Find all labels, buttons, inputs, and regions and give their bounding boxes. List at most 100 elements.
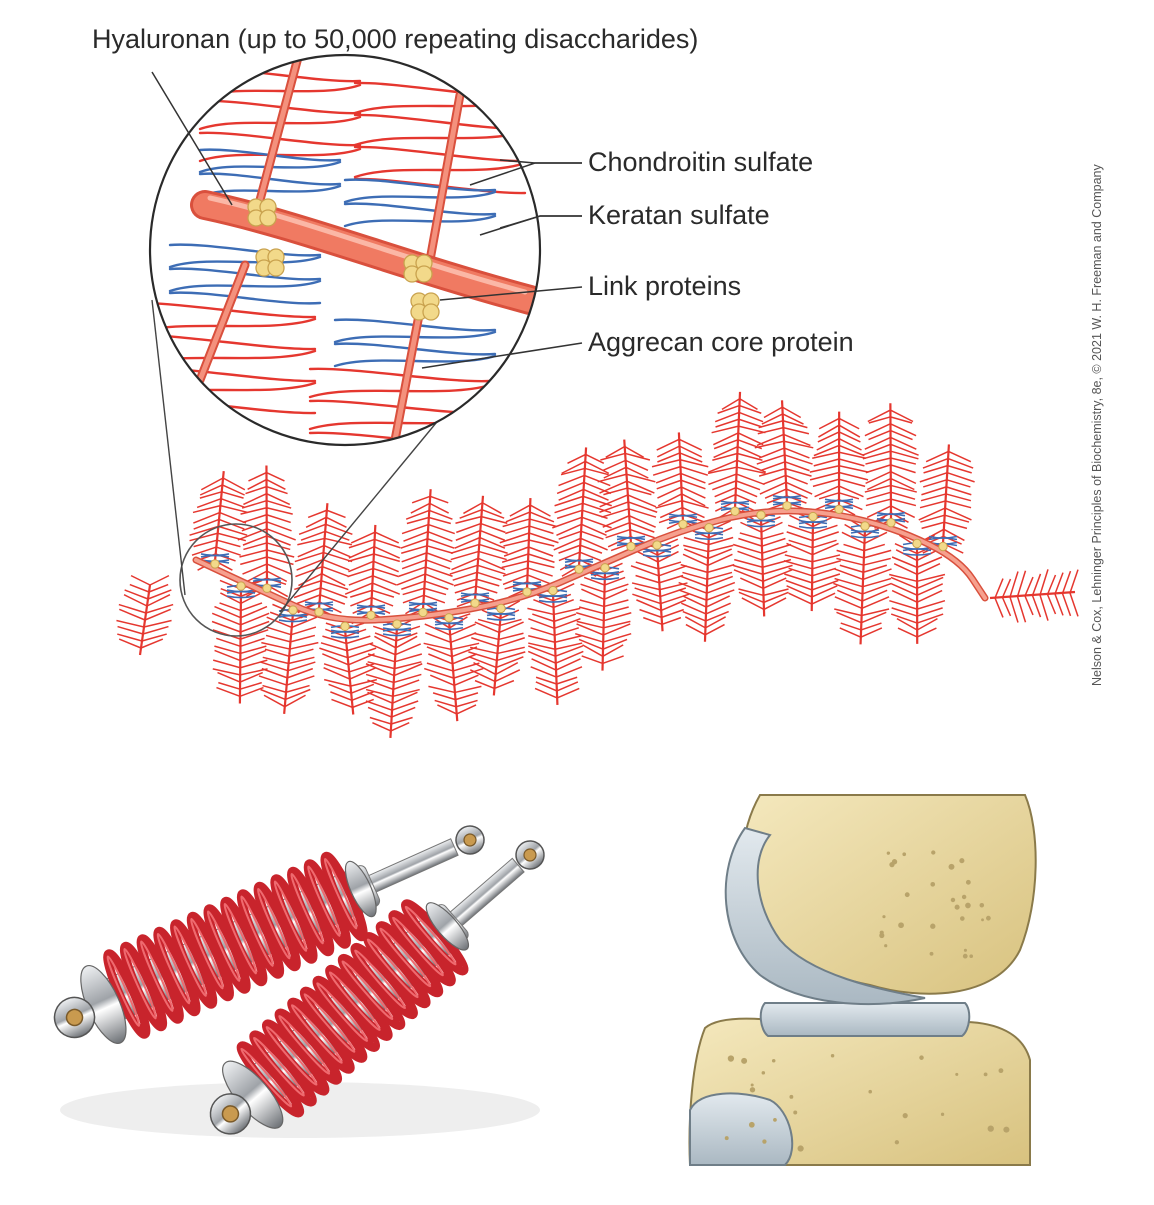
chondroitin-sulfate-chain (403, 595, 424, 602)
aggrecan-molecule (319, 623, 376, 714)
label-link-proteins: Link proteins (588, 273, 741, 300)
chondroitin-sulfate-chain (922, 522, 945, 528)
chondroitin-sulfate-chain (740, 533, 762, 539)
chondroitin-sulfate-chain (324, 668, 350, 679)
chondroitin-sulfate-chain (530, 505, 550, 516)
chondroitin-sulfate-chain (266, 473, 284, 481)
chondroitin-sulfate-chain (921, 494, 946, 501)
chondroitin-sulfate-chain (331, 699, 352, 707)
chondroitin-sulfate-chain (267, 501, 292, 508)
chondroitin-sulfate-chain (246, 487, 267, 494)
link-protein-dot (549, 586, 557, 594)
chondroitin-sulfate-chain (917, 591, 942, 603)
chondroitin-sulfate-chain (428, 525, 454, 534)
chondroitin-sulfate-chain (528, 568, 553, 576)
chondroitin-sulfate-chain (1040, 569, 1048, 595)
chondroitin-sulfate-chain (742, 598, 764, 609)
aggrecan-molecule (397, 489, 455, 618)
aggrecan-molecule (212, 580, 269, 703)
chondroitin-sulfate-chain (499, 633, 524, 639)
chondroitin-sulfate-chain (763, 560, 791, 568)
aggrecan-molecule (652, 432, 709, 528)
chondroitin-sulfate-chain (403, 588, 425, 594)
chondroitin-sulfate-chain (891, 584, 917, 595)
chondroitin-sulfate-chain (554, 614, 576, 621)
label-keratan-sulfate: Keratan sulfate (588, 202, 770, 229)
chondroitin-sulfate-chain (373, 576, 397, 585)
chondroitin-sulfate-chain (476, 586, 497, 593)
link-protein-dot (835, 505, 843, 513)
chondroitin-sulfate-chain (680, 467, 707, 476)
chondroitin-sulfate-chain (243, 494, 266, 505)
chondroitin-sulfate-chain (812, 555, 840, 562)
bone-texture-dot (762, 1139, 766, 1143)
chondroitin-sulfate-chain (290, 643, 318, 649)
bone-texture-dot (959, 858, 964, 863)
chondroitin-sulfate-chain (839, 486, 863, 497)
chondroitin-sulfate-chain (891, 499, 916, 505)
chondroitin-sulfate-chain (891, 458, 916, 464)
credit-line: Nelson & Cox, Lehninger Principles of Bi… (1086, 14, 1108, 686)
chondroitin-sulfate-chain (200, 485, 222, 495)
chondroitin-sulfate-chain (218, 683, 240, 690)
bone-texture-dot (905, 892, 910, 897)
bone-texture-dot (831, 1054, 834, 1057)
link-protein-dot (393, 620, 401, 628)
chondroitin-sulfate-chain (718, 406, 740, 414)
aggrecan-molecule (755, 400, 813, 510)
chondroitin-sulfate-chain (946, 494, 971, 501)
aggrecan-core-protein (579, 447, 586, 566)
chondroitin-sulfate-chain (218, 533, 246, 540)
chondroitin-sulfate-chain (248, 473, 266, 481)
chondroitin-sulfate-chain (217, 540, 240, 546)
chondroitin-sulfate-chain (556, 651, 584, 663)
chondroitin-sulfate-chain (289, 657, 315, 663)
chondroitin-sulfate-chain (289, 649, 313, 656)
chondroitin-sulfate-chain (946, 501, 972, 508)
chondroitin-sulfate-chain (375, 539, 401, 547)
bone-texture-dot (882, 915, 885, 918)
chondroitin-sulfate-chain (131, 576, 150, 585)
chondroitin-sulfate-chain (837, 550, 864, 557)
chondroitin-sulfate-chain (812, 561, 840, 569)
bone-texture-dot (980, 903, 985, 908)
knee-joint-illustration (690, 795, 1036, 1165)
chondroitin-sulfate-chain (194, 540, 217, 546)
chondroitin-sulfate-chain (679, 439, 701, 450)
chondroitin-sulfate-chain (267, 508, 293, 514)
chondroitin-sulfate-chain (787, 586, 812, 597)
link-protein-dot (861, 522, 869, 530)
chondroitin-sulfate-chain (368, 654, 395, 662)
bone-texture-dot (931, 850, 935, 854)
chondroitin-sulfate-chain (764, 475, 786, 484)
chondroitin-sulfate-chain (920, 515, 944, 522)
chondroitin-sulfate-chain (579, 607, 604, 614)
chondroitin-sulfate-chain (426, 560, 450, 569)
chondroitin-sulfate-chain (628, 495, 656, 507)
chondroitin-sulfate-chain (528, 636, 555, 643)
bone-texture-dot (949, 864, 955, 870)
chondroitin-sulfate-chain (1055, 573, 1063, 594)
chondroitin-sulfate-chain (812, 568, 836, 576)
chondroitin-sulfate-chain (636, 600, 661, 611)
chondroitin-sulfate-chain (529, 526, 553, 533)
link-protein-dot (887, 518, 895, 526)
chondroitin-sulfate-chain (213, 669, 240, 675)
chondroitin-sulfate-chain (786, 482, 812, 494)
chondroitin-sulfate-chain (291, 627, 316, 635)
chondroitin-sulfate-chain (118, 627, 143, 634)
bone-texture-dot (960, 916, 965, 921)
chondroitin-sulfate-chain (433, 693, 455, 700)
chondroitin-sulfate-chain (662, 610, 684, 618)
chondroitin-sulfate-chain (577, 621, 604, 627)
chondroitin-sulfate-chain (216, 688, 240, 697)
chondroitin-sulfate-chain (374, 636, 395, 648)
chondroitin-sulfate-chain (734, 560, 762, 568)
bone-texture-dot (728, 1055, 734, 1061)
aggrecan-molecule (631, 539, 689, 631)
link-protein-dot (939, 542, 947, 550)
label-hyaluronan: Hyaluronan (up to 50,000 repeating disac… (92, 26, 698, 53)
chondroitin-sulfate-chain (285, 695, 306, 706)
chondroitin-sulfate-chain (1033, 596, 1041, 618)
chondroitin-sulfate-chain (324, 664, 349, 672)
